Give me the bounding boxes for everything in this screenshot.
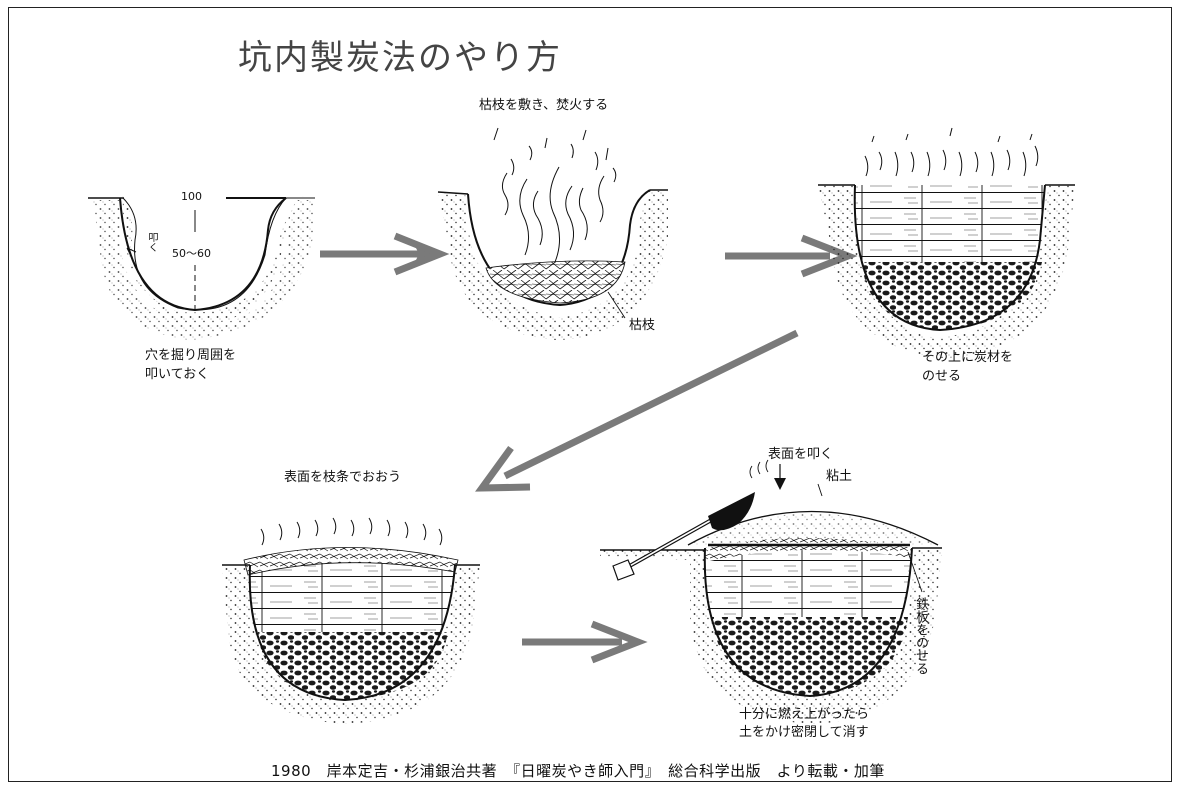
step4-caption: 表面を枝条でおおう — [284, 470, 402, 485]
twigs-label: 枯枝 — [629, 318, 656, 333]
step3-caption-line2: のせる — [922, 369, 962, 384]
tap-surface-label: 表面を叩く — [768, 447, 834, 462]
clay-label: 粘土 — [826, 469, 853, 484]
step5-caption-line1: 十分に燃え上がったら — [739, 707, 870, 722]
step2-pit — [437, 127, 668, 340]
step5-caption-line2: 土をかけ密閉して消す — [739, 725, 869, 740]
arrow-head-4 — [590, 620, 648, 664]
iron-plate-label: 鉄板をのせる — [913, 597, 928, 675]
pit-width-label: 100 — [181, 190, 202, 203]
step1-caption-line1: 穴を掘り周囲を — [145, 348, 237, 363]
step5-pit — [600, 459, 942, 724]
step2-caption: 枯枝を敷き、焚火する — [479, 98, 609, 113]
tap-side-label: 叩く — [146, 232, 157, 252]
step3-pit — [818, 127, 1075, 358]
diagram-frame — [8, 7, 1172, 782]
pit-depth-label: 50〜60 — [172, 247, 211, 260]
source-credit: 1980 岸本定吉・杉浦銀治共著 『日曜炭やき師入門』 総合科学出版 より転載・… — [271, 762, 885, 780]
step1-pit — [88, 196, 315, 340]
arrow-head-3 — [475, 445, 531, 492]
arrow-shaft-3 — [503, 329, 799, 480]
shovel-icon — [612, 492, 755, 581]
step3-caption-line1: その上に炭材を — [922, 350, 1014, 365]
page-title: 坑内製炭法のやり方 — [238, 38, 562, 78]
step4-pit — [222, 517, 480, 724]
arrow-head-1 — [393, 232, 450, 276]
step1-caption-line2: 叩いておく — [145, 367, 210, 382]
